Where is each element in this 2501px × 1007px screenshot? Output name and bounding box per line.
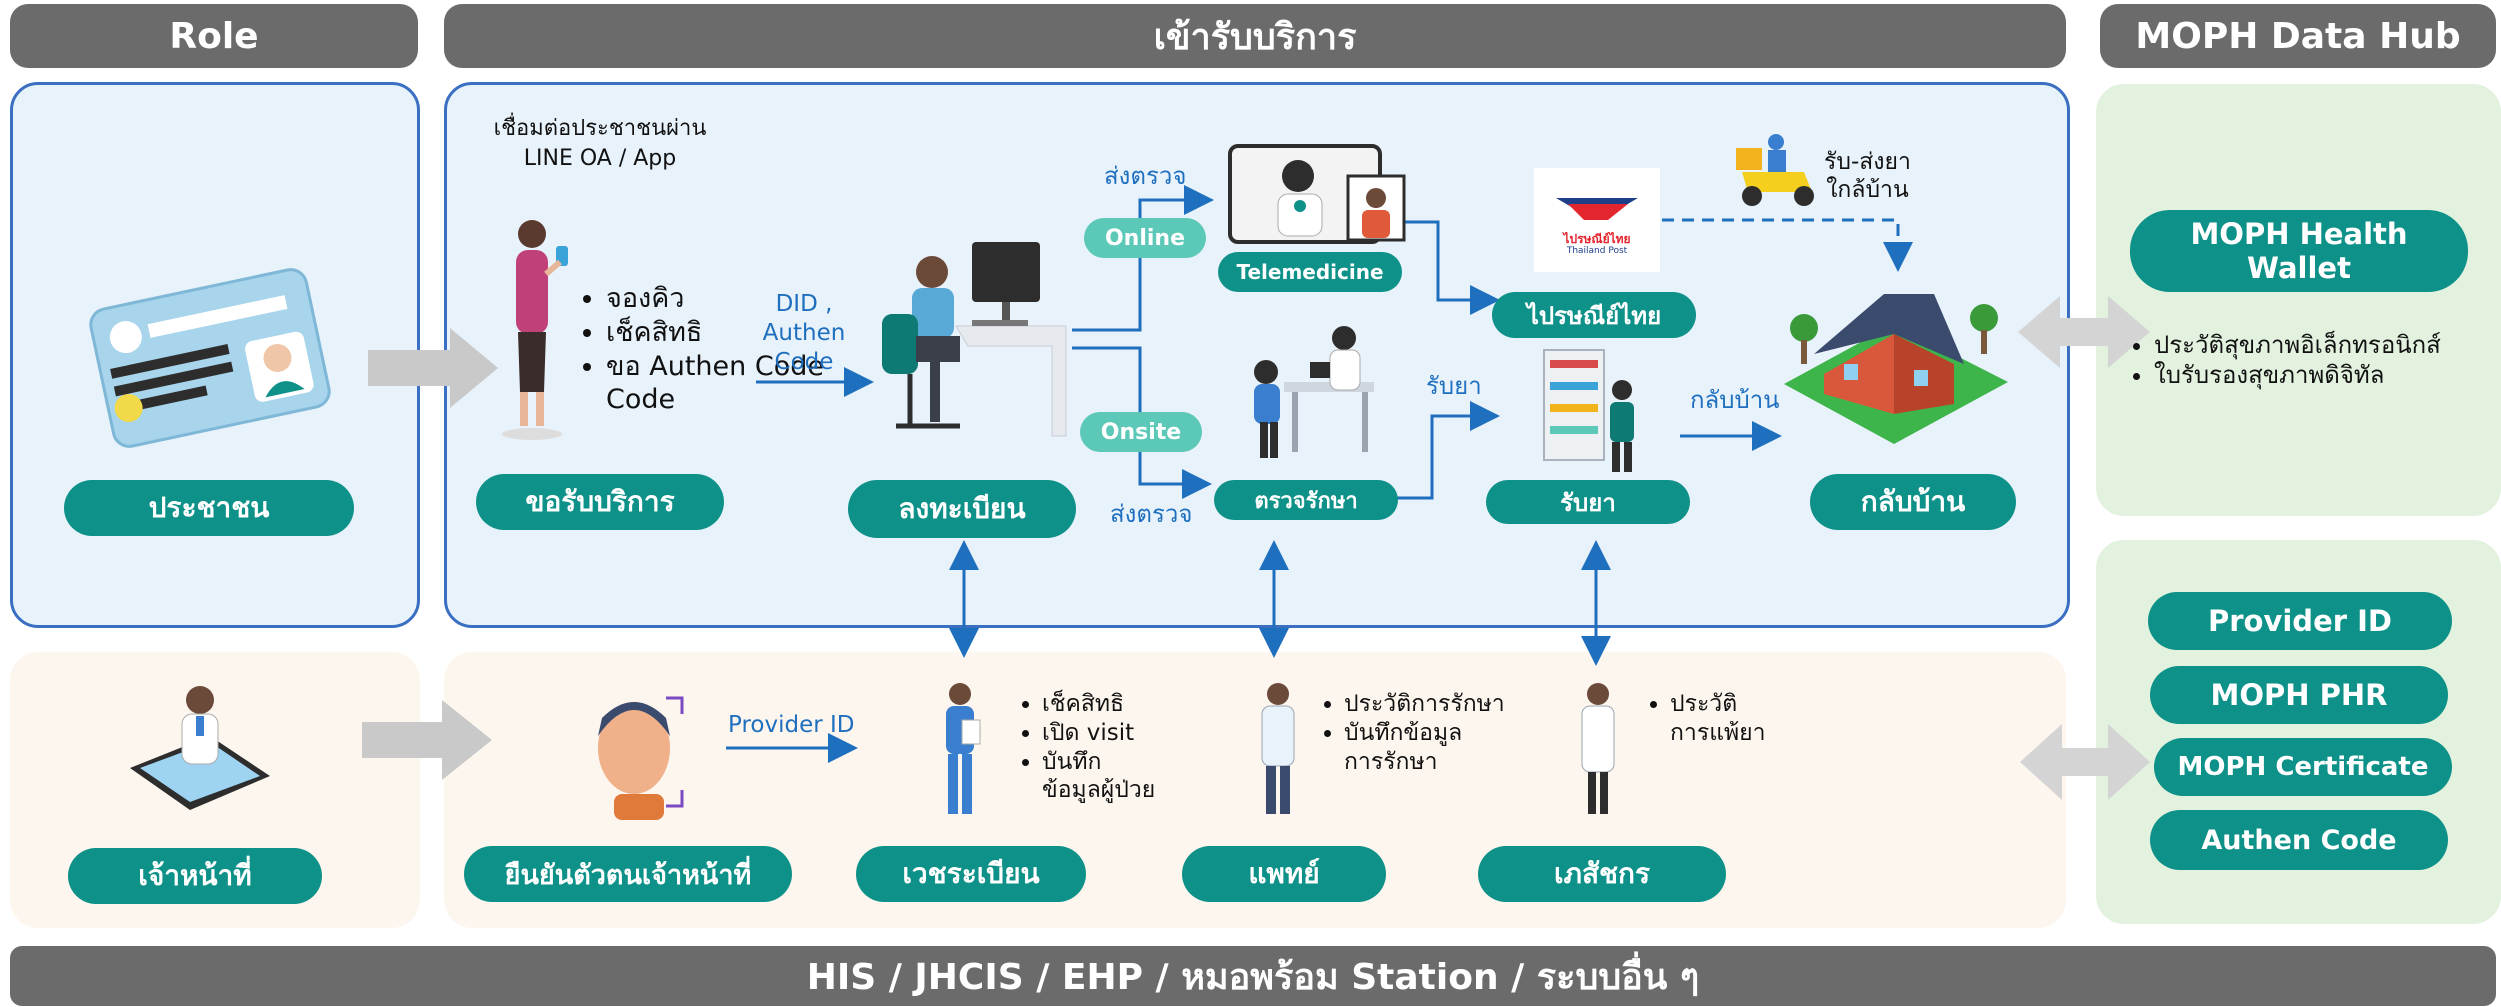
hub-top-double-arrow xyxy=(2018,296,2150,368)
role-header: Role xyxy=(10,4,418,68)
go-home-arrow-text: กลับบ้าน xyxy=(1690,386,1780,414)
send-check-top: ส่งตรวจ xyxy=(1104,162,1187,190)
hub-moph-certificate: MOPH Certificate xyxy=(2154,738,2452,796)
hub-provider-id: Provider ID xyxy=(2148,592,2452,650)
go-home-label: กลับบ้าน xyxy=(1810,474,2016,530)
examine-label: ตรวจรักษา xyxy=(1214,480,1398,520)
pharmacy-icon xyxy=(1543,349,1634,472)
records-bullets: เช็คสิทธิ เปิด visit บันทึก ข้อมูลผู้ป่ว… xyxy=(1016,690,1155,805)
hub-authen-code: Authen Code xyxy=(2150,810,2448,870)
pharmacist-icon xyxy=(1581,683,1615,814)
doctor-patient-icon xyxy=(1254,326,1374,458)
data-hub-header: MOPH Data Hub xyxy=(2100,4,2496,68)
register-label: ลงทะเบียน xyxy=(848,480,1076,538)
citizen-role-arrow xyxy=(368,328,498,408)
thailand-post-logo: ไปรษณีย์ไทย Thailand Post xyxy=(1534,168,1660,272)
exam-to-pharmacy-arrow xyxy=(1394,401,1500,500)
house-icon xyxy=(1784,294,2008,444)
face-scan-icon xyxy=(598,696,684,820)
id-card-icon xyxy=(89,268,331,448)
pharmacist-label: เภสัชกร xyxy=(1478,846,1726,902)
staff-label: เจ้าหน้าที่ xyxy=(68,848,322,904)
hub-moph-phr: MOPH PHR xyxy=(2150,666,2448,724)
citizen-label: ประชาชน xyxy=(64,480,354,536)
hub-top-panel xyxy=(2096,84,2501,516)
woman-phone-icon xyxy=(502,220,568,440)
doctor-label: แพทย์ xyxy=(1182,846,1386,902)
service-header: เข้ารับบริการ xyxy=(444,4,2066,68)
pharmacist-bullets: ประวัติ การแพ้ยา xyxy=(1644,690,1766,748)
records-officer-icon xyxy=(946,683,981,814)
hub-bottom-double-arrow xyxy=(2020,724,2150,800)
request-service-label: ขอรับบริการ xyxy=(476,474,724,530)
doctor-icon xyxy=(1261,683,1295,814)
online-badge: Online xyxy=(1084,218,1206,258)
receive-med-arrow-text: รับยา xyxy=(1426,372,1482,400)
telemedicine-icon xyxy=(1228,144,1406,244)
staff-role-arrow xyxy=(362,700,492,780)
medical-records-label: เวชระเบียน xyxy=(856,846,1086,902)
receive-med-label: รับยา xyxy=(1486,480,1690,524)
online-arrow xyxy=(1072,185,1214,332)
delivery-scooter-icon xyxy=(1736,134,1814,206)
onsite-badge: Onsite xyxy=(1080,412,1202,452)
connect-note: เชื่อมต่อประชาชนผ่าน LINE OA / App xyxy=(493,116,707,171)
post-to-home-dashed xyxy=(1662,218,1913,272)
systems-footer: HIS / JHCIS / EHP / หมอพร้อม Station / ร… xyxy=(10,946,2496,1006)
did-text: DID , Authen Code xyxy=(762,291,846,375)
doctor-bullets: ประวัติการรักษา บันทึกข้อมูล การรักษา xyxy=(1318,690,1505,777)
verify-staff-label: ยืนยันตัวตนเจ้าหน้าที่ xyxy=(464,846,792,902)
request-bullets: จองคิว เช็คสิทธิ ขอ Authen Code Code xyxy=(580,282,824,416)
thailand-post-label: ไปรษณีย์ไทย xyxy=(1492,292,1696,338)
send-check-bottom: ส่งตรวจ xyxy=(1110,500,1193,528)
delivery-text: รับ-ส่งยา ใกล้บ้าน xyxy=(1824,149,1911,203)
wallet-bullets: ประวัติสุขภาพอิเล็กทรอนิกส์ ใบรับรองสุขภ… xyxy=(2132,330,2441,390)
moph-health-wallet: MOPH Health Wallet xyxy=(2130,210,2468,292)
doctor-tablet-icon xyxy=(130,686,270,810)
provider-id-arrow-text: Provider ID xyxy=(728,712,855,738)
telemed-to-post-arrow xyxy=(1402,220,1500,315)
computer-desk-icon xyxy=(882,242,1067,437)
telemedicine-label: Telemedicine xyxy=(1218,252,1402,292)
